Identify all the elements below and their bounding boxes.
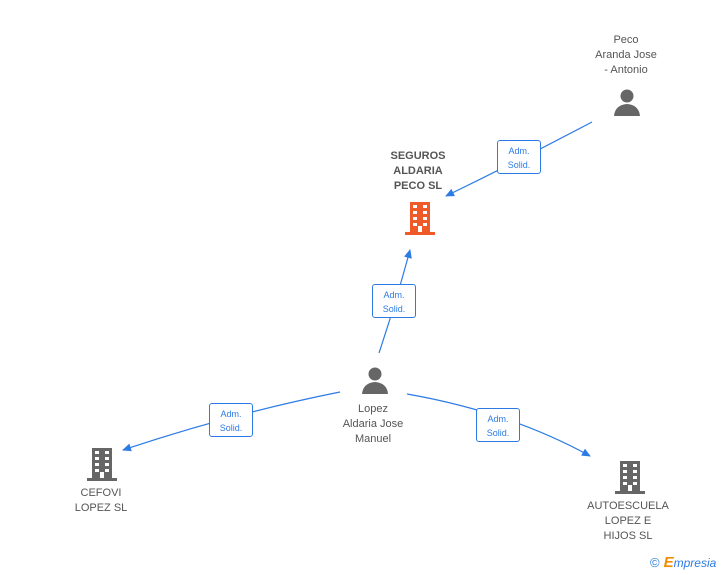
company-label-autoescuela[interactable]: AUTOESCUELA LOPEZ E HIJOS SL (578, 499, 678, 544)
company-label-seguros-aldaria[interactable]: SEGUROS ALDARIA PECO SL (368, 149, 468, 194)
building-icon[interactable] (86, 446, 118, 482)
label-line: PECO SL (393, 180, 443, 192)
label-line: ALDARIA (393, 165, 443, 177)
label-line: - Antonio (604, 64, 648, 76)
brand-e: E (663, 554, 674, 571)
label-line: Peco (613, 34, 639, 46)
badge-line: Solid. (507, 160, 531, 170)
relation-badge-lopez-cefovi[interactable]: Adm. Solid. (209, 403, 253, 437)
label-line: SEGUROS (390, 150, 446, 162)
label-line: Aldaria Jose (342, 418, 404, 430)
label-line: LOPEZ E (604, 515, 652, 527)
badge-line: Adm. (383, 290, 405, 300)
label-line: Aranda Jose (595, 49, 657, 61)
label-line: Lopez (358, 403, 388, 415)
company-label-cefovi[interactable]: CEFOVI LOPEZ SL (53, 486, 149, 516)
badge-line: Adm. (487, 414, 509, 424)
person-icon[interactable] (612, 88, 642, 118)
building-icon[interactable] (614, 459, 646, 495)
label-line: AUTOESCUELA (587, 500, 669, 512)
relation-badge-peco-seguros[interactable]: Adm. Solid. (497, 140, 541, 174)
label-line: Manuel (354, 433, 392, 445)
badge-line: Adm. (220, 409, 242, 419)
person-label-lopez[interactable]: Lopez Aldaria Jose Manuel (325, 402, 421, 447)
label-line: CEFOVI (80, 487, 122, 499)
label-line: LOPEZ SL (74, 502, 128, 514)
badge-line: Solid. (486, 428, 510, 438)
brand-logo: ©Empresia (650, 554, 716, 571)
person-label-peco[interactable]: Peco Aranda Jose - Antonio (578, 33, 674, 78)
building-icon[interactable] (404, 200, 436, 236)
copyright-symbol: © (650, 555, 660, 570)
relation-badge-lopez-autoescuela[interactable]: Adm. Solid. (476, 408, 520, 442)
person-icon[interactable] (360, 366, 390, 396)
badge-line: Adm. (508, 146, 530, 156)
badge-line: Solid. (219, 423, 243, 433)
badge-line: Solid. (382, 304, 406, 314)
brand-name: mpresia (673, 556, 717, 570)
relation-badge-lopez-seguros[interactable]: Adm. Solid. (372, 284, 416, 318)
label-line: HIJOS SL (603, 530, 653, 542)
